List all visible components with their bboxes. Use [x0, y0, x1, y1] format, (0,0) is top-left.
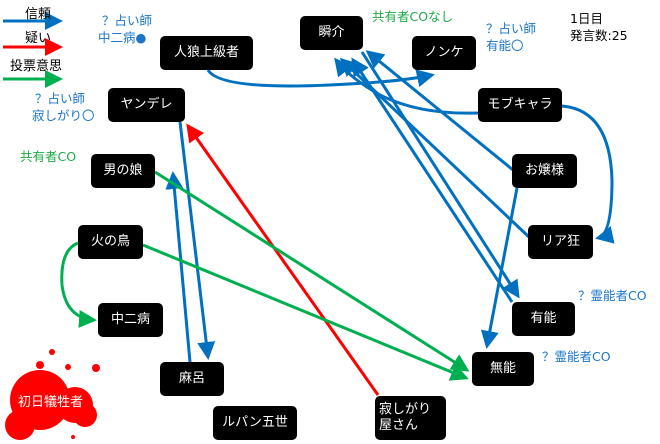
arrow-hinotori-chuni [60, 241, 97, 328]
note-kyoyunashi: 共有者COなし [372, 9, 454, 24]
node-yandere[interactable]: ヤンデレ [108, 88, 185, 122]
node-label-line: 屋さん [379, 418, 419, 433]
node-nonke[interactable]: ノンケ [412, 36, 476, 70]
blood-splatter-icon [5, 349, 100, 440]
note-line: 有能〇 [486, 38, 524, 53]
note-uranai-chuni: ？占い師中二病● [98, 12, 152, 46]
node-mob[interactable]: モブキャラ [478, 88, 562, 122]
node-sabishigari[interactable]: 寂しがり屋さん [375, 396, 446, 440]
node-otokonoko[interactable]: 男の娘 [91, 154, 155, 188]
node-riakyo[interactable]: リア狂 [528, 225, 593, 259]
note-line: 中二病● [98, 30, 147, 45]
note-uranai-yuunou: ？占い師有能〇 [486, 20, 536, 54]
node-chuni[interactable]: 中二病 [98, 303, 163, 337]
node-victim[interactable]: 初日犠牲者 [17, 395, 83, 410]
note-kyoyu: 共有者CO [20, 149, 77, 164]
node-jinro[interactable]: 人狼上級者 [160, 36, 253, 70]
node-yuunou[interactable]: 有能 [512, 302, 575, 336]
arrow-sabishi-yandere [186, 123, 380, 396]
node-hinotori[interactable]: 火の鳥 [78, 225, 143, 259]
arrow-maro-otokonoko [165, 171, 192, 363]
note-line: ？占い師 [486, 21, 537, 36]
status: 1日目発言数:25 [570, 10, 628, 44]
node-ojou[interactable]: お嬢様 [512, 154, 577, 188]
note-line: 寂しがり〇 [32, 108, 95, 123]
arrow-ojou-shunsuke [365, 50, 514, 172]
note-line: ？占い師 [102, 13, 153, 28]
node-maro[interactable]: 麻呂 [160, 362, 224, 396]
arrow-ojou-munou [480, 187, 519, 349]
legend-trust-label: 信頼 [25, 7, 52, 22]
arrow-hinotori-munou [142, 243, 469, 381]
arrow-yuunou-shunsuke [351, 57, 514, 303]
post-count: 発言数:25 [570, 28, 628, 43]
node-munou[interactable]: 無能 [472, 352, 534, 386]
note-reino-yuunou: ？霊能者CO [578, 288, 647, 303]
note-line: ？占い師 [35, 91, 86, 106]
legend-doubt-label: 疑い [25, 31, 52, 46]
node-shunsuke[interactable]: 瞬介 [300, 16, 363, 50]
arrow-mob-riakyo [561, 104, 615, 244]
node-label-line: 寂しがり [379, 402, 432, 417]
note-uranai-sabishi: ？占い師寂しがり〇 [32, 90, 95, 124]
note-reino-munou: ？霊能者CO [542, 349, 611, 364]
arrow-shunsuke-yuunou [360, 51, 520, 299]
arrow-jinro-nonke [206, 69, 435, 88]
arrow-yandere-maro [178, 121, 216, 360]
day-label: 1日目 [570, 11, 603, 26]
node-lupin[interactable]: ルパン五世 [213, 406, 297, 440]
arrow-otokonoko-munou [154, 170, 470, 372]
legend-vote-label: 投票意思 [10, 59, 63, 74]
